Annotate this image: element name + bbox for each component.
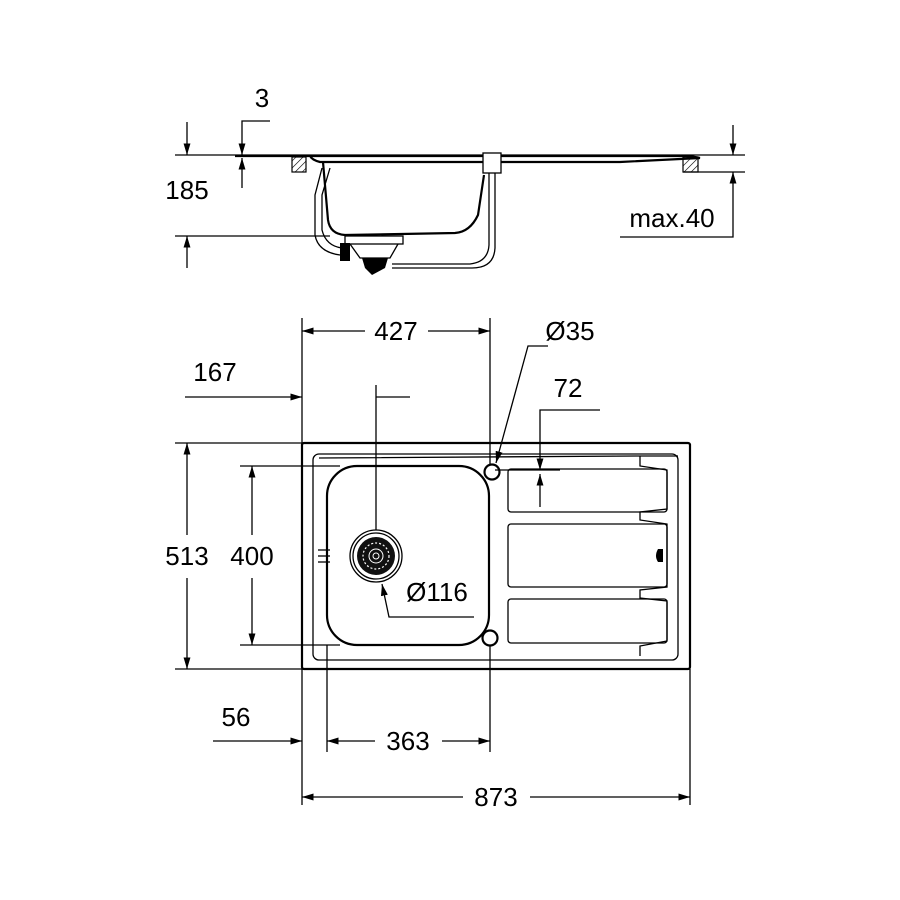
overflow-pipe-outer [392,173,496,269]
drainer-groove [507,468,668,513]
dim-bowl-inner-width-label: 363 [386,726,429,756]
sink-bowl [325,464,491,647]
dim-bowl-depth-label: 400 [230,541,273,571]
strainer-nut [340,243,350,261]
overflow-fitting [482,152,502,174]
dim-drain-offset-label: 167 [193,357,236,387]
sink-bowl-profile [321,161,486,237]
sink-rim [312,453,679,661]
plan-view: 427 Ø35 72 167 513 400 Ø116 56 [165,316,692,812]
dim-overall-depth-label: 513 [165,541,208,571]
dim-bowl-width-label: 427 [374,316,417,346]
strainer-cup [349,243,399,259]
dim-drainer-offset-label: 72 [554,373,583,403]
dim-rim-offset-label: 56 [222,702,251,732]
overflow-pipe [392,173,490,265]
dim-tap-hole-leader [495,345,548,464]
tap-hole [483,463,501,481]
dim-overall-width-label: 873 [474,782,517,812]
countertop-section-left [291,156,307,173]
dim-drain-diameter-label: Ø116 [406,577,468,607]
waste-outlet [362,258,388,275]
drainer-groove [507,598,668,644]
drain-strainer [349,529,403,583]
dim-drain-leader [380,583,474,618]
side-view: 185 3 max.40 [165,83,745,275]
accessory-hole [481,629,499,647]
drainer-slot [656,549,663,562]
countertop-section-right [682,156,699,173]
dim-thickness-label: 3 [255,83,269,113]
drain-pipe [314,167,341,256]
drain-pipe-inner [321,167,343,249]
overflow-icon [318,549,330,563]
dim-counter-arrow-bottom [620,172,737,238]
drainer [507,456,668,656]
strainer-body [344,235,404,245]
sink-flange [235,154,701,164]
dim-depth-label: 185 [165,175,208,205]
dim-drainer-arrow-top [536,409,600,470]
sink-outline [300,441,692,671]
dim-tap-hole-label: Ø35 [545,316,594,346]
dim-thickness-arrow-top [238,120,270,155]
drainer-groove [507,523,668,588]
dim-counter-label: max.40 [629,203,714,233]
